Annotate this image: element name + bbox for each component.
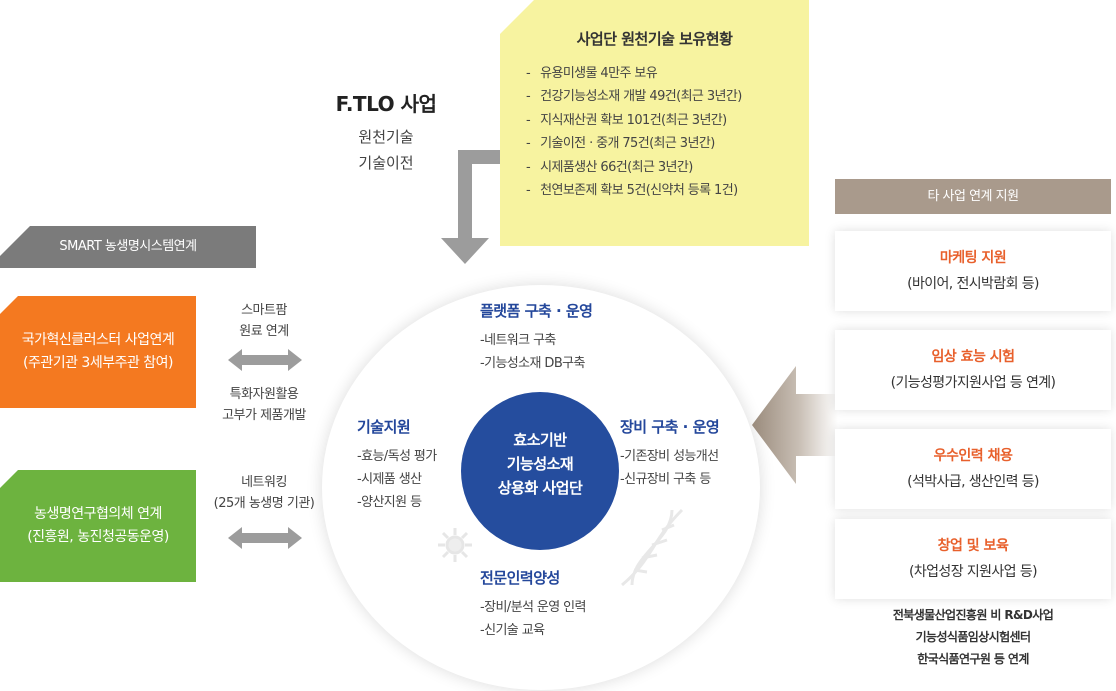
ftlo-line: 기술이전: [358, 154, 414, 172]
section-title: 플랫폼 구축 · 운영: [480, 302, 593, 320]
cluster-label: 국가혁신클러스터 사업연계 (주관기관 3세부주관 참여): [0, 329, 196, 375]
dna-icon: [621, 508, 684, 587]
section-item: -기능성소재 DB구축: [480, 356, 585, 371]
consortium-line: 농생명연구협의체 연계: [34, 506, 162, 522]
ftlo-line: 원천기술: [358, 128, 414, 146]
holdings-item: 시제품생산 66건(최근 3년간): [526, 156, 806, 179]
holdings-item: 유용미생물 4만주 보유: [526, 62, 806, 85]
label-line: 특화자원활용: [229, 387, 299, 402]
label-line: 고부가 제품개발: [222, 408, 306, 423]
card-subtitle: (차업성장 지원사업 등): [909, 564, 1038, 580]
section-platform: 플랫폼 구축 · 운영 -네트워크 구축 -기능성소재 DB구축: [480, 300, 593, 375]
section-training: 전문인력양성 -장비/분석 운영 인력 -신기술 교육: [480, 567, 586, 642]
card-title: 임상 효능 시험: [931, 349, 1015, 365]
left-arrow-icon: [752, 366, 838, 484]
footer-line: 기능성식품임상시험센터: [915, 630, 1031, 644]
holdings-item: 지식재산권 확보 101건(최근 3년간): [526, 109, 806, 132]
card-subtitle: (기능성평가지원사업 등 연계): [890, 375, 1056, 391]
smart-header-label: SMART 농생명시스템연계: [59, 239, 197, 254]
section-item: -양산지원 등: [357, 495, 422, 510]
section-title: 전문인력양성: [480, 569, 560, 587]
cluster-line: (주관기관 3세부주관 참여): [22, 355, 174, 371]
holdings-list: 유용미생물 4만주 보유 건강기능성소재 개발 49건(최근 3년간) 지식재산…: [526, 62, 806, 202]
label-line: 원료 연계: [239, 324, 289, 339]
section-equip: 장비 구축 · 운영 -기존장비 성능개선 -신규장비 구축 등: [620, 416, 720, 491]
section-title: 장비 구축 · 운영: [620, 418, 720, 436]
consortium-line: (진흥원, 농진청공동운영): [27, 529, 169, 545]
section-item: -장비/분석 운영 인력: [480, 600, 586, 615]
smart-header-bar: [0, 226, 256, 268]
section-tech: 기술지원 -효능/독성 평가 -시제품 생산 -양산지원 등: [357, 416, 437, 514]
center-label: 효소기반 기능성소재 상용화 사업단: [461, 428, 619, 500]
arrow2-top-label: 네트워킹 (25개 농생명 기관): [196, 472, 332, 514]
center-line-1: 효소기반: [513, 431, 567, 449]
holdings-title: 사업단 원천기술 보유현황: [576, 30, 733, 48]
consortium-label: 농생명연구협의체 연계 (진흥원, 농진청공동운영): [0, 503, 196, 549]
center-circle: [461, 392, 619, 550]
double-arrow-icon: [228, 349, 302, 371]
cluster-line: 국가혁신클러스터 사업연계: [21, 332, 175, 348]
footer-line: 한국식품연구원 등 연계: [917, 652, 1029, 666]
double-arrow-icon: [228, 527, 302, 549]
cluster-box: [0, 296, 196, 408]
holdings-item: 천연보존제 확보 5건(신약처 등록 1건): [526, 179, 806, 202]
card-subtitle: (석박사급, 생산인력 등): [907, 474, 1039, 490]
card-title: 우수인력 채용: [933, 448, 1013, 464]
support-card-marketing: 마케팅 지원 (바이어, 전시박람회 등): [835, 231, 1111, 311]
footer-line: 전북생물산업진흥원 비 R&D사업: [892, 608, 1054, 622]
support-card-hiring: 우수인력 채용 (석박사급, 생산인력 등): [835, 429, 1111, 509]
arrow1-top-label: 스마트팜 원료 연계: [196, 300, 332, 342]
section-item: -신규장비 구축 등: [620, 472, 711, 487]
holdings-item: 기술이전 · 중개 75건(최근 3년간): [526, 132, 806, 155]
section-item: -시제품 생산: [357, 472, 422, 487]
section-item: -신기술 교육: [480, 623, 545, 638]
ftlo-subtitle: 원천기술 기술이전: [318, 124, 454, 176]
right-header: 타 사업 연계 지원: [835, 179, 1111, 214]
card-title: 창업 및 보육: [937, 538, 1009, 554]
label-line: 스마트팜: [241, 303, 287, 318]
bent-down-arrow-icon: [441, 150, 500, 264]
arrow1-bottom-label: 특화자원활용 고부가 제품개발: [196, 384, 332, 426]
section-title: 기술지원: [357, 418, 411, 436]
support-card-startup: 창업 및 보육 (차업성장 지원사업 등): [835, 519, 1111, 599]
card-title: 마케팅 지원: [939, 250, 1007, 266]
right-footer: 전북생물산업진흥원 비 R&D사업 기능성식품임상시험센터 한국식품연구원 등 …: [835, 604, 1111, 670]
card-subtitle: (바이어, 전시박람회 등): [907, 276, 1039, 292]
center-line-3: 상용화 사업단: [497, 479, 583, 497]
center-line-2: 기능성소재: [506, 455, 574, 473]
virus-icon: [438, 528, 472, 562]
section-item: -네트워크 구축: [480, 333, 556, 348]
support-card-clinical: 임상 효능 시험 (기능성평가지원사업 등 연계): [835, 330, 1111, 410]
label-line: 네트워킹: [241, 475, 287, 490]
ftlo-title: F.TLO 사업: [335, 92, 437, 116]
label-line: (25개 농생명 기관): [213, 496, 315, 511]
consortium-box: [0, 470, 196, 582]
section-item: -기존장비 성능개선: [620, 449, 719, 464]
section-item: -효능/독성 평가: [357, 449, 437, 464]
holdings-item: 건강기능성소재 개발 49건(최근 3년간): [526, 85, 806, 108]
